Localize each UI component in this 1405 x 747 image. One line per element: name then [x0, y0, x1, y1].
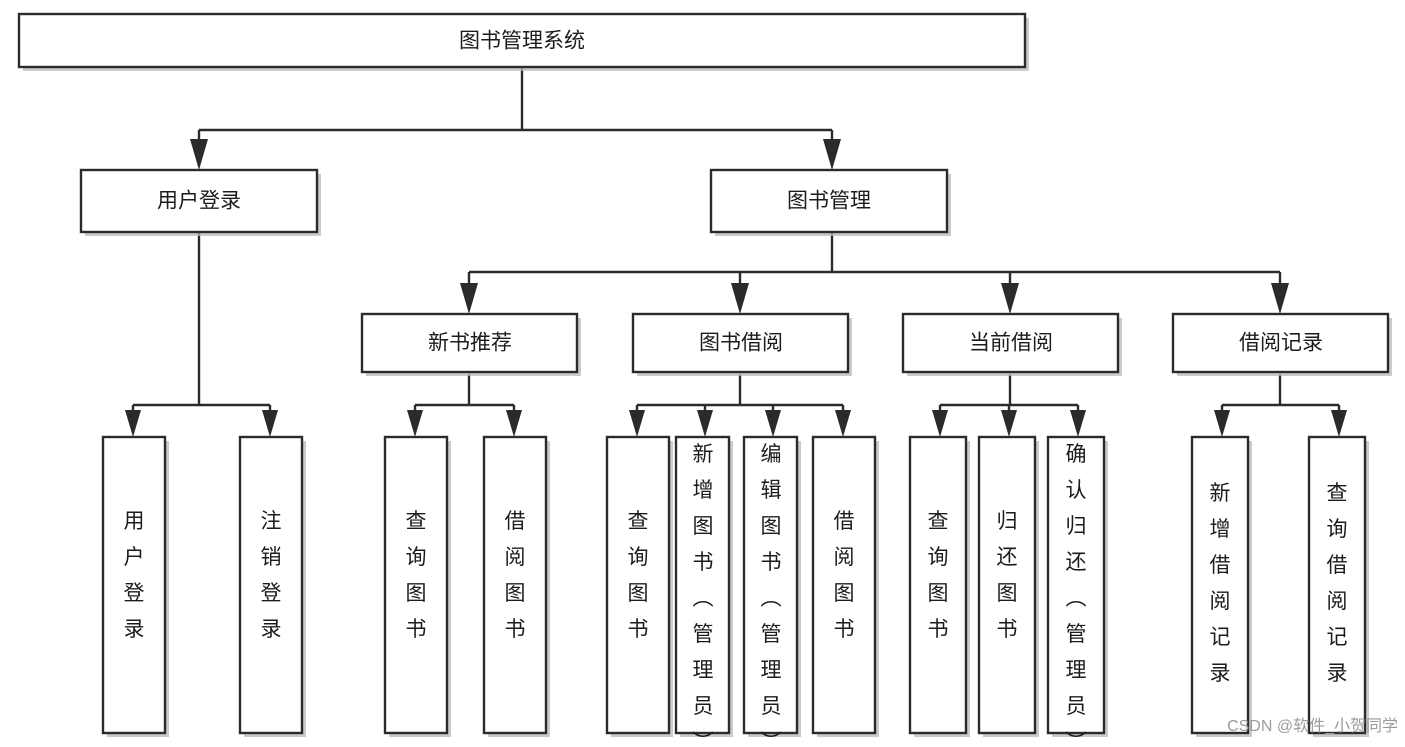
leaf-book-borrow-edit[interactable]: 编辑图书︵管理员︶	[742, 435, 801, 747]
arrow-to-nb-query-book	[407, 410, 423, 437]
arrow-to-book-manage	[823, 139, 841, 170]
node-book-manage-rect	[709, 168, 949, 234]
arrow-to-book-borrow	[731, 283, 749, 314]
leaf-book-borrow-add[interactable]: 新增图书︵管理员︶	[674, 435, 733, 747]
node-book-manage-label: 图书管理	[787, 190, 871, 213]
leaf-new-book-borrow[interactable]: 借阅图书	[482, 435, 550, 737]
leaf-label: 借阅图书	[505, 510, 526, 641]
leaf-rect	[482, 435, 548, 735]
leaf-new-book-query[interactable]: 查询图书	[383, 435, 451, 737]
leaf-rect	[742, 435, 799, 735]
watermark-label: CSDN @软件_小贺同学	[1227, 717, 1398, 735]
node-current-borrow-rect	[901, 312, 1120, 374]
node-current-borrow-label: 当前借阅	[969, 332, 1053, 355]
arrow-to-br-add-record	[1214, 410, 1230, 437]
leaf-label: 注销登录	[261, 510, 282, 641]
node-root-rect	[17, 12, 1027, 69]
connector-layer	[125, 67, 1347, 437]
node-book-borrow-label: 图书借阅	[699, 332, 783, 355]
arrow-to-borrow-record	[1271, 283, 1289, 314]
leaf-user-login-login[interactable]: 用户登录	[101, 435, 169, 737]
arrow-to-cb-confirm-return	[1070, 410, 1086, 437]
leaf-user-login-logout[interactable]: 注销登录	[238, 435, 306, 737]
arrow-to-current-borrow	[1001, 283, 1019, 314]
node-root-system[interactable]: 图书管理系统	[17, 12, 1029, 71]
leaf-label: 查询图书	[628, 510, 649, 641]
leaf-label: 归还图书	[997, 510, 1018, 641]
node-book-borrow-rect	[631, 312, 850, 374]
leaf-book-borrow-borrow[interactable]: 借阅图书	[811, 435, 879, 737]
arrow-to-br-query-record	[1331, 410, 1347, 437]
leaf-book-borrow-query[interactable]: 查询图书	[605, 435, 673, 737]
node-new-book-recommend-rect	[360, 312, 579, 374]
arrow-to-cb-query-book	[932, 410, 948, 437]
arrow-to-bb-add-book	[697, 410, 713, 437]
arrow-to-bb-edit-book	[765, 410, 781, 437]
leaf-label: 新增图书︵管理员︶	[693, 443, 714, 747]
leaf-borrow-record-query[interactable]: 查询借阅记录	[1307, 435, 1369, 737]
leaf-label: 查询借阅记录	[1327, 482, 1348, 685]
arrow-to-leaf-logout	[262, 410, 278, 437]
node-borrow-record[interactable]: 借阅记录	[1171, 312, 1392, 376]
arrow-to-new-book-recommend	[460, 283, 478, 314]
leaf-label: 确认归还︵管理员︶	[1066, 443, 1087, 747]
leaf-rect	[605, 435, 671, 735]
arrow-to-leaf-user-login	[125, 410, 141, 437]
leaf-label: 用户登录	[124, 510, 145, 641]
leaf-label: 查询图书	[406, 510, 427, 641]
node-user-login[interactable]: 用户登录	[79, 168, 321, 236]
leaf-rect	[238, 435, 304, 735]
node-borrow-record-label: 借阅记录	[1239, 332, 1323, 355]
leaf-label: 查询图书	[928, 510, 949, 641]
leaf-rect	[811, 435, 877, 735]
leaf-rect	[383, 435, 449, 735]
arrow-to-bb-borrow-book	[835, 410, 851, 437]
arrow-to-nb-borrow-book	[506, 410, 522, 437]
arrow-to-bb-query-book	[629, 410, 645, 437]
node-user-login-rect	[79, 168, 319, 234]
leaf-rect	[908, 435, 968, 735]
node-new-book-recommend-label: 新书推荐	[428, 332, 512, 355]
leaf-label: 编辑图书︵管理员︶	[761, 443, 782, 747]
leaf-rect	[977, 435, 1037, 735]
leaf-borrow-record-add[interactable]: 新增借阅记录	[1190, 435, 1252, 737]
node-new-book-recommend[interactable]: 新书推荐	[360, 312, 581, 376]
leaf-rect	[101, 435, 167, 735]
node-user-login-label: 用户登录	[157, 190, 241, 213]
leaf-rect	[674, 435, 731, 735]
node-root-label: 图书管理系统	[459, 30, 585, 53]
leaf-rect	[1046, 435, 1106, 735]
arrow-to-user-login	[190, 139, 208, 170]
leaf-current-borrow-confirm[interactable]: 确认归还︵管理员︶	[1046, 435, 1108, 747]
arrow-to-cb-return-book	[1001, 410, 1017, 437]
node-current-borrow[interactable]: 当前借阅	[901, 312, 1122, 376]
leaf-rect	[1307, 435, 1367, 735]
leaf-rect	[1190, 435, 1250, 735]
node-book-manage[interactable]: 图书管理	[709, 168, 951, 236]
leaf-label: 新增借阅记录	[1210, 482, 1231, 685]
node-borrow-record-rect	[1171, 312, 1390, 374]
leaf-current-borrow-return[interactable]: 归还图书	[977, 435, 1039, 737]
node-book-borrow[interactable]: 图书借阅	[631, 312, 852, 376]
leaf-label: 借阅图书	[834, 510, 855, 641]
leaf-current-borrow-query[interactable]: 查询图书	[908, 435, 970, 737]
